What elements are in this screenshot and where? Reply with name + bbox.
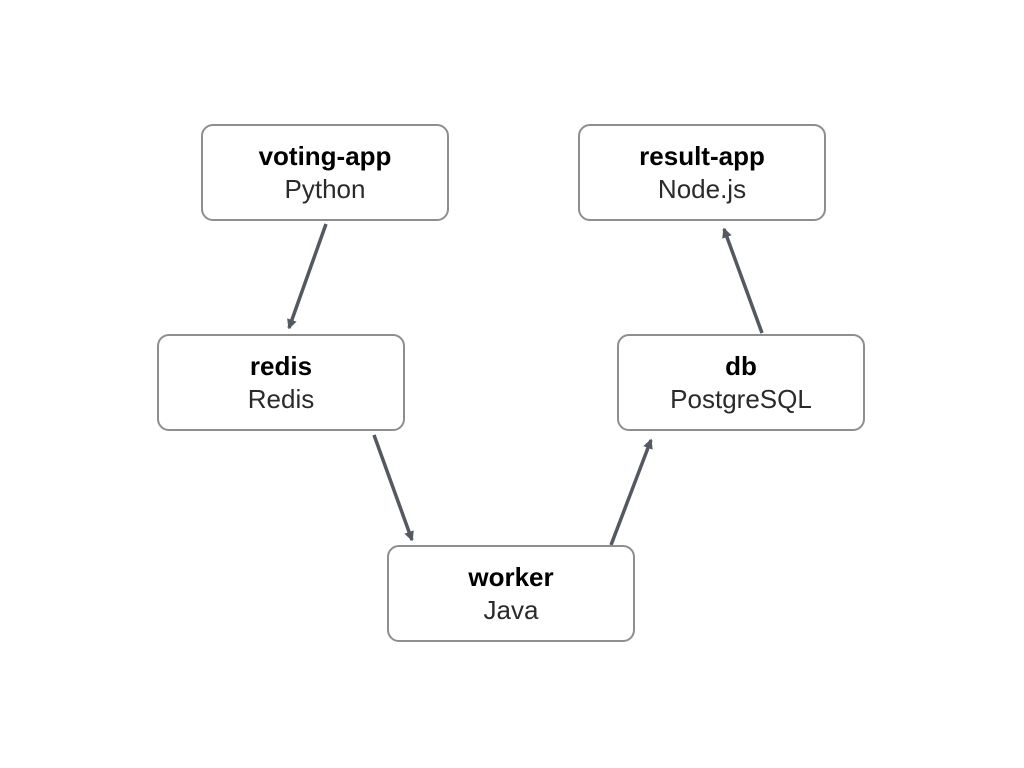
node-redis: redis Redis [157, 334, 405, 431]
node-technology: PostgreSQL [670, 383, 812, 414]
node-voting-app: voting-app Python [201, 124, 449, 221]
node-name: db [725, 350, 757, 381]
edge-db-to-result-app [722, 227, 764, 334]
node-technology: Java [483, 594, 539, 625]
node-result-app: result-app Node.js [578, 124, 826, 221]
node-name: result-app [639, 140, 765, 171]
node-technology: Python [284, 173, 366, 204]
node-db: db PostgreSQL [617, 334, 865, 431]
node-worker: worker Java [387, 545, 635, 642]
node-name: voting-app [258, 140, 392, 171]
edge-redis-to-worker [372, 434, 414, 542]
edge-worker-to-db [609, 438, 653, 546]
node-technology: Redis [247, 383, 315, 414]
node-name: worker [468, 561, 554, 592]
node-technology: Node.js [657, 173, 747, 204]
node-name: redis [249, 350, 313, 381]
edge-voting-app-to-redis [287, 223, 328, 330]
